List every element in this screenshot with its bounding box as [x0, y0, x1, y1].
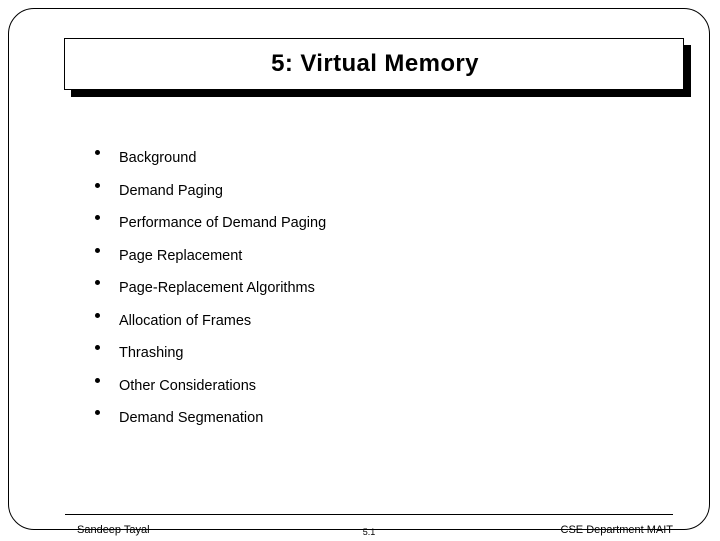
list-item: Thrashing: [95, 337, 655, 370]
bullet-dot-icon: [95, 150, 100, 155]
list-item-label: Page-Replacement Algorithms: [119, 280, 315, 297]
title-box: 5: Virtual Memory: [64, 38, 684, 90]
footer-author: Sandeep Tayal: [77, 524, 150, 536]
bullet-dot-icon: [95, 345, 100, 350]
bullet-dot-icon: [95, 280, 100, 285]
bullet-dot-icon: [95, 182, 100, 188]
list-item-label: Demand Segmenation: [119, 410, 264, 427]
list-item: Demand Segmenation: [95, 402, 655, 435]
slide-frame: 5: Virtual Memory Background Demand Pagi…: [8, 8, 710, 537]
list-item-label: Page Replacement: [119, 247, 243, 264]
bullet-dot-icon: [95, 215, 100, 220]
footer-slide-number: 5.1: [362, 527, 376, 537]
list-item-label: Performance of Demand Paging: [119, 215, 327, 232]
list-item: Page Replacement: [95, 240, 655, 273]
list-item-label: Allocation of Frames: [119, 312, 252, 329]
footer-divider: [65, 514, 673, 515]
list-item-label: Demand Paging: [119, 182, 223, 199]
list-item: Other Considerations: [95, 370, 655, 403]
bullet-dot-icon: [95, 247, 100, 253]
bullet-dot-icon: [95, 312, 100, 318]
list-item: Demand Paging: [95, 175, 655, 208]
list-item: Allocation of Frames: [95, 305, 655, 338]
list-item: Page-Replacement Algorithms: [95, 272, 655, 305]
page-title: 5: Virtual Memory: [271, 50, 479, 77]
bullet-dot-icon: [95, 410, 100, 415]
list-item-label: Other Considerations: [119, 377, 257, 394]
bullet-list: Background Demand Paging Performance of …: [95, 142, 655, 435]
list-item-label: Background: [119, 150, 197, 167]
list-item-label: Thrashing: [119, 345, 184, 362]
bullet-dot-icon: [95, 377, 100, 383]
list-item: Performance of Demand Paging: [95, 207, 655, 240]
footer: Sandeep Tayal 5.1 CSE Department MAIT: [65, 521, 673, 541]
list-item: Background: [95, 142, 655, 175]
footer-department: CSE Department MAIT: [560, 524, 673, 536]
